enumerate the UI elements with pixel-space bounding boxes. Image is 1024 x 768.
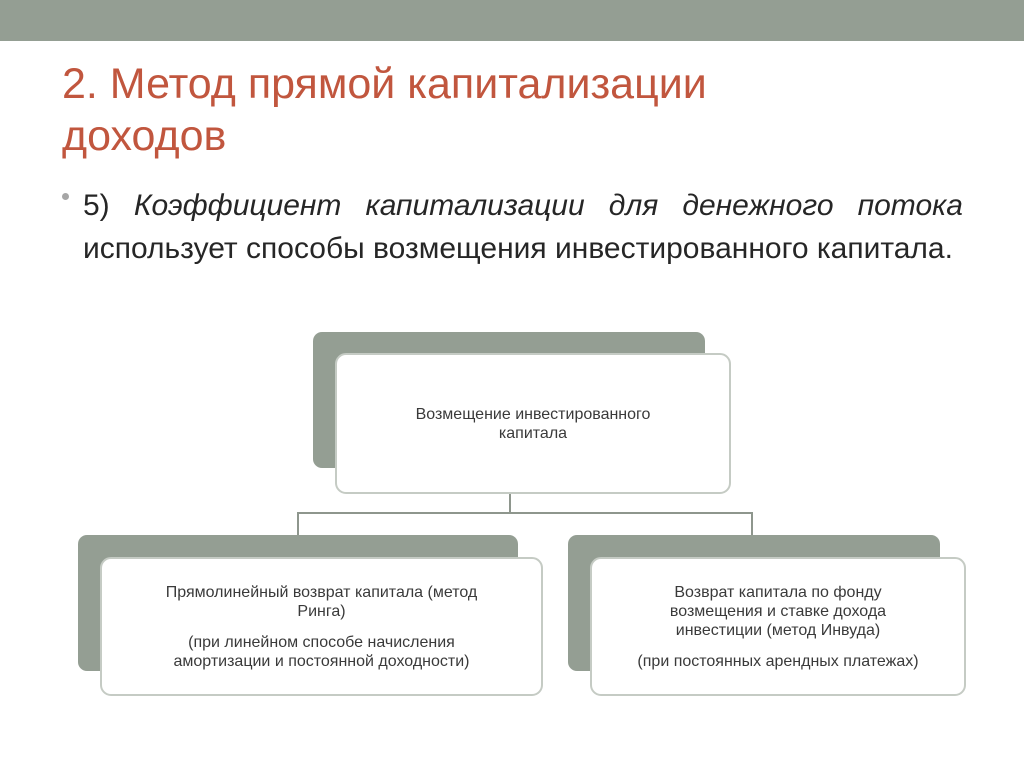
- left-node-line-2: Ринга): [297, 602, 346, 620]
- left-node-line-1: Прямолинейный возврат капитала (метод: [165, 583, 478, 601]
- right-node: Возврат капитала по фонду возмещения и с…: [590, 557, 966, 696]
- top-bar: [0, 0, 1024, 41]
- bullet-dot-icon: [62, 193, 69, 200]
- root-node: Возмещение инвестированного капитала: [335, 353, 731, 494]
- connector-left-down: [297, 512, 299, 535]
- root-node-line-1: Возмещение инвестированного: [415, 405, 651, 423]
- bullet-paragraph: 5) Коэффициент капитализации для денежно…: [83, 184, 963, 270]
- right-node-line-2: возмещения и ставке дохода: [669, 602, 887, 620]
- right-node-line-3: инвестиции (метод Инвуда): [675, 621, 881, 639]
- bullet-italic-text: Коэффициент капитализации для денежного …: [133, 189, 963, 222]
- connector-root-down: [509, 494, 511, 513]
- connector-right-down: [751, 512, 753, 535]
- left-node-note-line-2: амортизации и постоянной доходности): [173, 652, 470, 670]
- slide-title: 2. Метод прямой капитализации доходов: [62, 58, 962, 162]
- connector-horizontal: [297, 512, 753, 514]
- root-node-line-2: капитала: [498, 424, 568, 442]
- left-node: Прямолинейный возврат капитала (метод Ри…: [100, 557, 543, 696]
- left-node-note-line-1: (при линейном способе начисления: [188, 633, 455, 651]
- right-node-note-line-1: (при постоянных арендных платежах): [637, 652, 919, 670]
- bullet-number: 5): [83, 189, 110, 222]
- slide-title-line-1: 2. Метод прямой капитализации: [62, 60, 707, 108]
- bullet-rest-text: использует способы возмещения инвестиров…: [83, 232, 953, 265]
- right-node-note: (при постоянных арендных платежах): [637, 652, 918, 671]
- slide-title-line-2: доходов: [62, 112, 227, 160]
- right-node-line-1: Возврат капитала по фонду: [674, 583, 882, 601]
- left-node-note: (при линейном способе начисления амортиз…: [173, 633, 469, 671]
